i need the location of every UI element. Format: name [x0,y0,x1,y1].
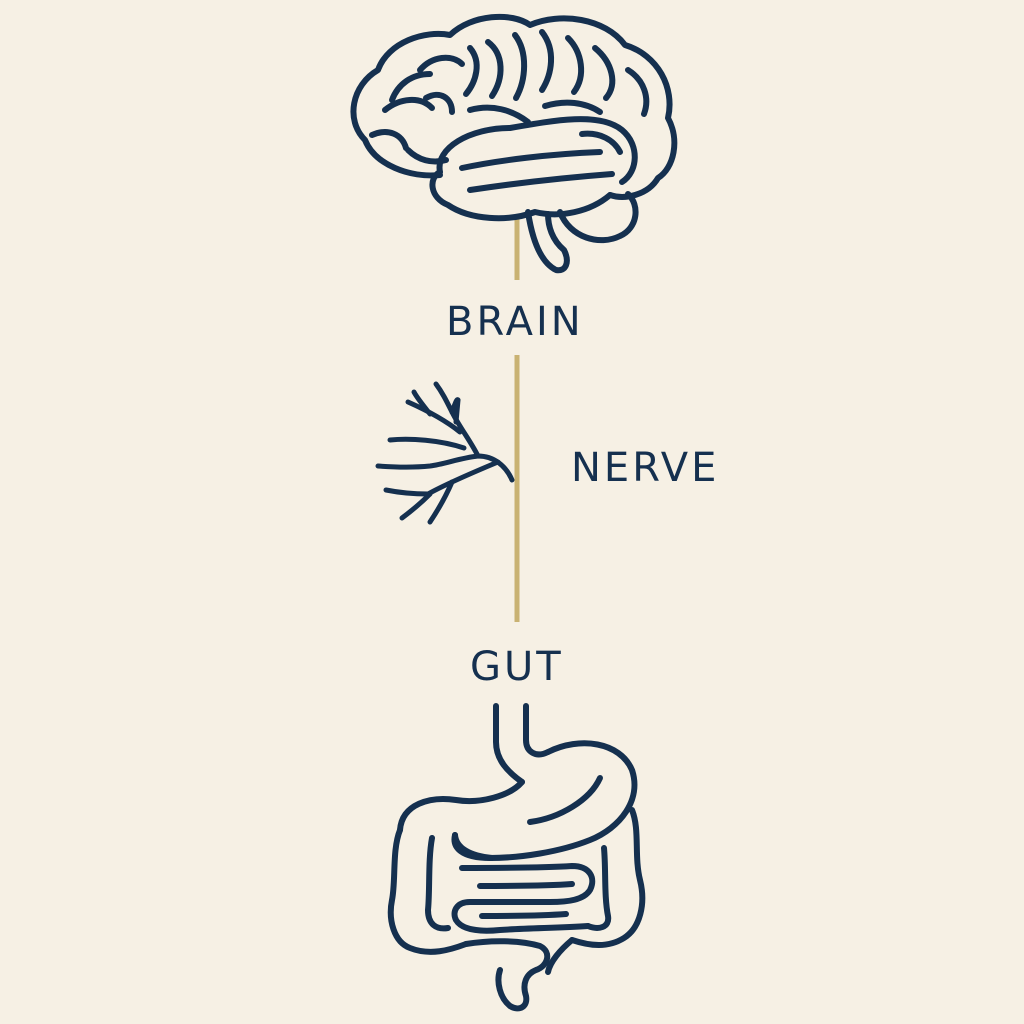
nerve-label: NERVE [571,445,720,491]
brain-icon [350,13,678,274]
gut-label: GUT [470,644,564,690]
colon-left-inner [425,835,451,932]
small-intestine-loops [451,863,596,934]
small-intestine-fold-2 [479,911,569,919]
small-intestine-fold-1 [477,881,575,889]
colon-right [569,807,646,948]
colon-sigmoid [545,937,575,975]
small-intestine-top [452,832,495,861]
colon-right-inner [585,845,612,931]
nerve-branch-icon [375,381,515,525]
stomach-fold [527,775,603,825]
rectum [463,938,551,1012]
digestive-tract-icon [387,703,646,1012]
brain-label: BRAIN [446,299,584,345]
stomach-inner [397,779,525,833]
colon-left [387,827,469,955]
esophagus-inner [523,703,551,758]
esophagus-outer [493,703,525,785]
